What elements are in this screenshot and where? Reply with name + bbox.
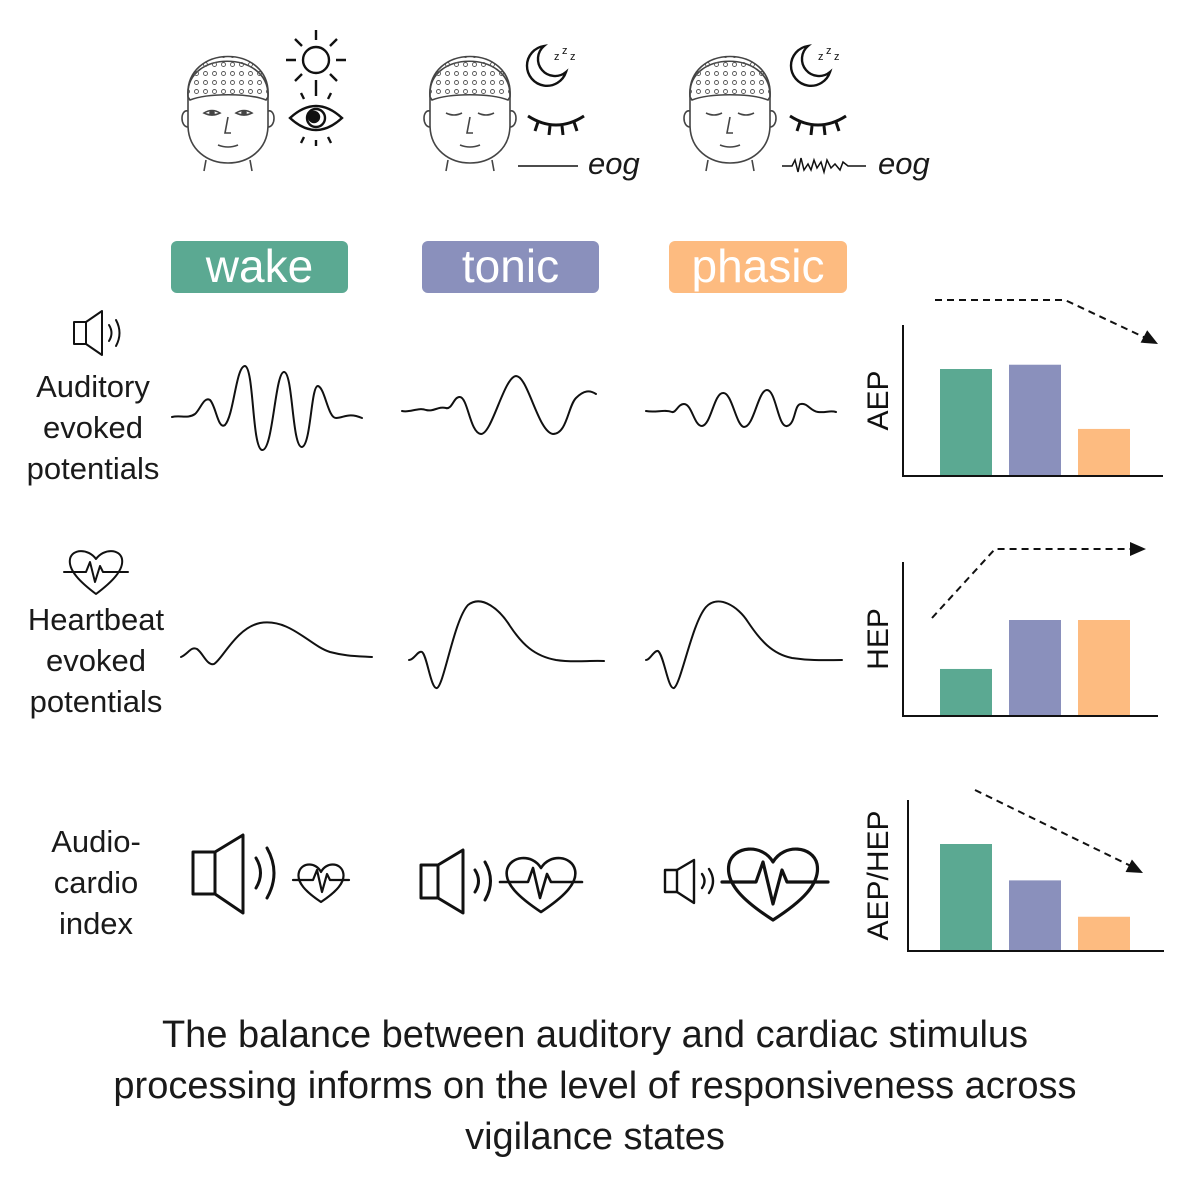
chart-axes bbox=[902, 325, 1163, 477]
caption: The balance between auditory and cardiac… bbox=[40, 1010, 1150, 1163]
state-badge-phasic: phasic bbox=[669, 241, 847, 293]
hep-waveform-wake bbox=[180, 621, 373, 666]
bar-wake bbox=[940, 369, 992, 476]
sun-icon bbox=[286, 30, 346, 90]
speaker-large-icon bbox=[191, 833, 276, 915]
aep-waveform-phasic bbox=[645, 389, 837, 428]
speaker-icon bbox=[73, 310, 121, 356]
head-phasic-icon bbox=[683, 55, 777, 172]
svg-text:z: z bbox=[570, 51, 576, 63]
bar-chart-1: AEP bbox=[862, 299, 1163, 477]
chart-axes bbox=[902, 562, 1158, 717]
row-label-line: potentials bbox=[29, 684, 163, 719]
trend-arrow-line bbox=[935, 299, 1151, 341]
aep-waveform-wake bbox=[171, 365, 363, 451]
head-tonic-icon bbox=[423, 55, 517, 172]
bar-tonic bbox=[1009, 364, 1061, 476]
speaker-medium-icon bbox=[419, 848, 492, 915]
chart-ylabel: AEP/HEP bbox=[862, 810, 895, 940]
aep-waveform-tonic bbox=[401, 375, 597, 435]
chart-ylabel: HEP bbox=[862, 608, 895, 670]
svg-text:z: z bbox=[826, 45, 832, 57]
svg-text:z: z bbox=[818, 51, 824, 63]
row-label-line: evoked bbox=[46, 643, 146, 678]
caption-line: processing informs on the level of respo… bbox=[113, 1065, 1077, 1107]
bar-phasic bbox=[1078, 428, 1130, 476]
row-label-line: index bbox=[58, 906, 134, 941]
row-label-line: Audio- bbox=[51, 824, 141, 859]
state-badge-tonic: tonic bbox=[422, 241, 599, 293]
hep-waveform-tonic bbox=[408, 600, 605, 690]
trend-arrow-line bbox=[931, 548, 1135, 619]
eog-rem-trace bbox=[782, 157, 866, 175]
svg-text:z: z bbox=[562, 45, 568, 57]
chart-axes bbox=[907, 800, 1164, 952]
row-label-index: Audio- cardio index bbox=[11, 821, 181, 944]
svg-text:z: z bbox=[834, 51, 840, 63]
trend-arrowhead bbox=[1130, 542, 1146, 556]
eye-closed-icon bbox=[789, 114, 847, 136]
svg-text:z: z bbox=[554, 51, 560, 63]
trend-arrowhead bbox=[1125, 859, 1143, 873]
bar-phasic bbox=[1078, 620, 1130, 716]
bar-phasic bbox=[1078, 916, 1130, 951]
row-label-line: Heartbeat bbox=[27, 602, 165, 637]
eye-open-icon bbox=[288, 90, 344, 146]
bar-wake bbox=[940, 668, 992, 716]
heads-row: z z z z z z bbox=[181, 30, 866, 175]
caption-line: The balance between auditory and cardiac… bbox=[161, 1014, 1029, 1056]
waveforms-layer bbox=[63, 310, 843, 922]
moon-icon: z z z bbox=[525, 44, 576, 87]
bar-charts: AEP HEP AEP/HEP bbox=[862, 299, 1164, 952]
eye-closed-icon bbox=[527, 114, 585, 136]
bar-tonic bbox=[1009, 880, 1061, 951]
row-label-hep: Heartbeat evoked potentials bbox=[11, 599, 181, 722]
heart-pulse-icon bbox=[63, 550, 129, 595]
bar-tonic bbox=[1009, 620, 1061, 716]
caption-line: vigilance states bbox=[465, 1116, 725, 1158]
heart-medium-icon bbox=[498, 856, 584, 914]
row-label-line: Auditory bbox=[36, 369, 150, 404]
state-badge-wake: wake bbox=[171, 241, 348, 293]
row-label-line: evoked bbox=[43, 410, 143, 445]
eog-label: eog bbox=[588, 146, 640, 181]
heart-large-icon bbox=[720, 847, 830, 922]
bar-chart-3: AEP/HEP bbox=[862, 789, 1164, 952]
bar-chart-2: HEP bbox=[862, 542, 1158, 717]
row-label-aep: Auditory evoked potentials bbox=[8, 366, 178, 489]
hep-waveform-phasic bbox=[645, 600, 843, 690]
moon-icon: z z z bbox=[789, 44, 840, 87]
row-label-line: cardio bbox=[53, 865, 139, 900]
eog-label: eog bbox=[878, 146, 930, 181]
trend-arrow-line bbox=[974, 789, 1136, 869]
heart-small-icon bbox=[291, 863, 351, 904]
speaker-small-icon bbox=[663, 858, 715, 905]
bar-wake bbox=[940, 844, 992, 951]
chart-ylabel: AEP bbox=[862, 370, 895, 430]
trend-arrowhead bbox=[1140, 330, 1158, 344]
head-wake-icon bbox=[181, 55, 275, 172]
row-label-line: potentials bbox=[26, 451, 160, 486]
